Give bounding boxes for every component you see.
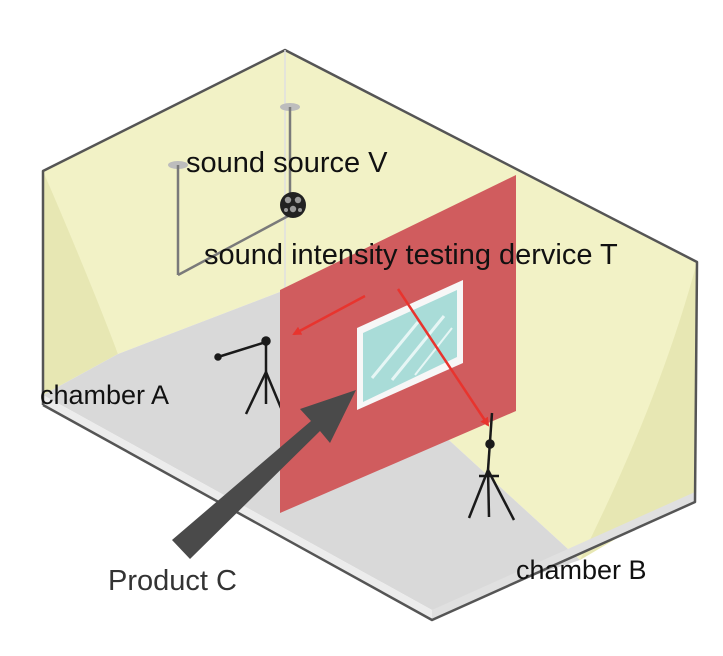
back-wall <box>43 50 285 354</box>
product-label: Product C <box>108 565 237 597</box>
left-wall-shade <box>43 171 118 395</box>
tripod-microphone-icon <box>214 336 283 415</box>
right-wall-shade <box>580 262 697 560</box>
sound-source-assembly <box>168 103 306 277</box>
window-glass <box>363 290 457 402</box>
tripod-microphone-icon <box>467 412 516 521</box>
pointer-arrow-to-device-a <box>292 294 366 336</box>
pointer-arrow-to-device-b <box>396 288 490 427</box>
sound-source-label: sound source V <box>186 147 388 179</box>
chamber-a-label: chamber A <box>40 380 170 410</box>
window-glare-2 <box>390 315 446 381</box>
window-glare-3 <box>414 327 453 376</box>
floor-base-right <box>432 492 695 620</box>
product-arrow <box>172 390 356 559</box>
dodecahedron-speaker-icon <box>280 192 306 218</box>
testing-device-label: sound intensity testing dervice T <box>204 239 618 271</box>
chamber-b-label: chamber B <box>516 555 647 585</box>
partition-wall <box>280 175 516 513</box>
window-glare-1 <box>370 321 420 379</box>
room-outline <box>41 48 699 622</box>
support-pole-diagonal <box>177 213 291 277</box>
